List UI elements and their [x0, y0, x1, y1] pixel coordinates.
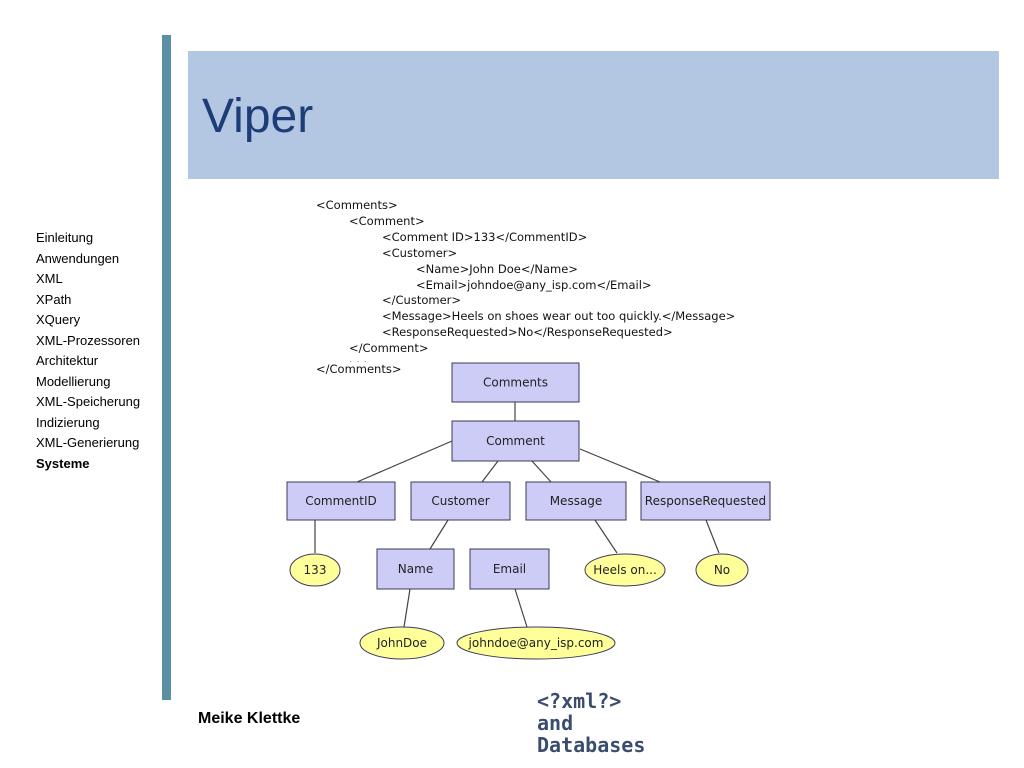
nav-item-systeme[interactable]: Systeme — [36, 455, 90, 471]
node-label: Message — [550, 494, 603, 508]
xml-line: <ResponseRequested>No</ResponseRequested… — [382, 325, 673, 340]
xml-line: <Customer> — [382, 245, 458, 260]
xml-line: <Message>Heels on shoes wear out too qui… — [382, 309, 736, 324]
nav-item-xml-generierung[interactable]: XML-Generierung — [36, 435, 140, 450]
nav-item-architektur[interactable]: Architektur — [36, 353, 99, 368]
node-label: Name — [398, 562, 433, 576]
tree-edge — [594, 519, 618, 554]
title-banner: Viper — [188, 51, 999, 179]
tree-edge — [429, 519, 449, 550]
tree-edge — [356, 440, 453, 483]
node-label: ResponseRequested — [645, 494, 766, 508]
xml-databases-logo: <?xml?> and Databases — [537, 690, 645, 756]
logo-line: and — [537, 711, 574, 735]
node-commentid: CommentID — [286, 481, 396, 521]
xml-code-block: <Comments> <Comment> <Comment ID>133</Co… — [316, 198, 735, 378]
node-label: Email — [493, 562, 526, 576]
xml-line: </Customer> — [382, 293, 462, 308]
node-label: Comment — [486, 434, 545, 448]
xml-line: </Comment> — [349, 341, 429, 356]
tree-edge — [514, 588, 528, 628]
node-label: Customer — [431, 494, 489, 508]
leaf-label: johndoe@any_isp.com — [468, 636, 604, 650]
xml-line: <Comment ID>133</CommentID> — [382, 229, 588, 244]
leaf-label: Heels on... — [593, 563, 657, 577]
nav-item-xquery[interactable]: XQuery — [36, 312, 81, 327]
accent-bar — [162, 35, 171, 700]
leaf-133: 133 — [289, 553, 341, 587]
leaf-heels: Heels on... — [584, 553, 666, 587]
node-comments: Comments — [451, 362, 580, 403]
node-name: Name — [376, 548, 455, 590]
tree-edge — [579, 448, 661, 483]
node-label: Comments — [483, 376, 548, 390]
nav-item-xml[interactable]: XML — [36, 271, 63, 286]
nav-item-indizierung[interactable]: Indizierung — [36, 414, 100, 430]
nav-item-xpath[interactable]: XPath — [36, 291, 72, 307]
node-customer: Customer — [410, 481, 511, 521]
tree-edge — [705, 519, 720, 554]
nav-item-modellierung[interactable]: Modellierung — [36, 373, 111, 389]
leaf-no: No — [695, 553, 749, 587]
tree-edge — [531, 460, 552, 483]
nav-item-xml-prozessoren[interactable]: XML-Prozessoren — [36, 332, 141, 348]
node-email: Email — [469, 548, 550, 590]
nav-item-anwendungen[interactable]: Anwendungen — [36, 250, 120, 266]
xml-line: <Comment> — [349, 213, 425, 228]
xml-line: . . . — [316, 357, 735, 362]
leaf-johndoe: JohnDoe — [359, 626, 445, 660]
nav-list: Einleitung Anwendungen XML XPath XQuery … — [36, 228, 140, 474]
author-name: Meike Klettke — [198, 710, 301, 727]
logo-line: Databases — [537, 733, 646, 757]
xml-line: <Comments> — [316, 198, 398, 212]
node-label: CommentID — [305, 494, 377, 508]
logo-line: <?xml?> — [537, 689, 622, 713]
leaf-label: 133 — [304, 563, 327, 577]
tree-edge — [403, 588, 411, 628]
leaf-label: No — [714, 563, 730, 577]
nav-item-einleitung[interactable]: Einleitung — [36, 230, 94, 245]
xml-line: <Name>John Doe</Name> — [416, 261, 578, 276]
node-comment: Comment — [451, 420, 580, 462]
tree-edge — [481, 460, 499, 483]
node-message: Message — [525, 481, 627, 521]
nav-item-xml-speicherung[interactable]: XML-Speicherung — [36, 394, 141, 409]
xml-line: <Email>johndoe@any_isp.com</Email> — [416, 277, 652, 292]
node-responserequested: ResponseRequested — [640, 481, 771, 521]
leaf-label: JohnDoe — [376, 636, 427, 650]
slide-title: Viper — [202, 90, 314, 143]
xml-line: </Comments> — [316, 362, 402, 377]
leaf-email: johndoe@any_isp.com — [456, 626, 616, 660]
